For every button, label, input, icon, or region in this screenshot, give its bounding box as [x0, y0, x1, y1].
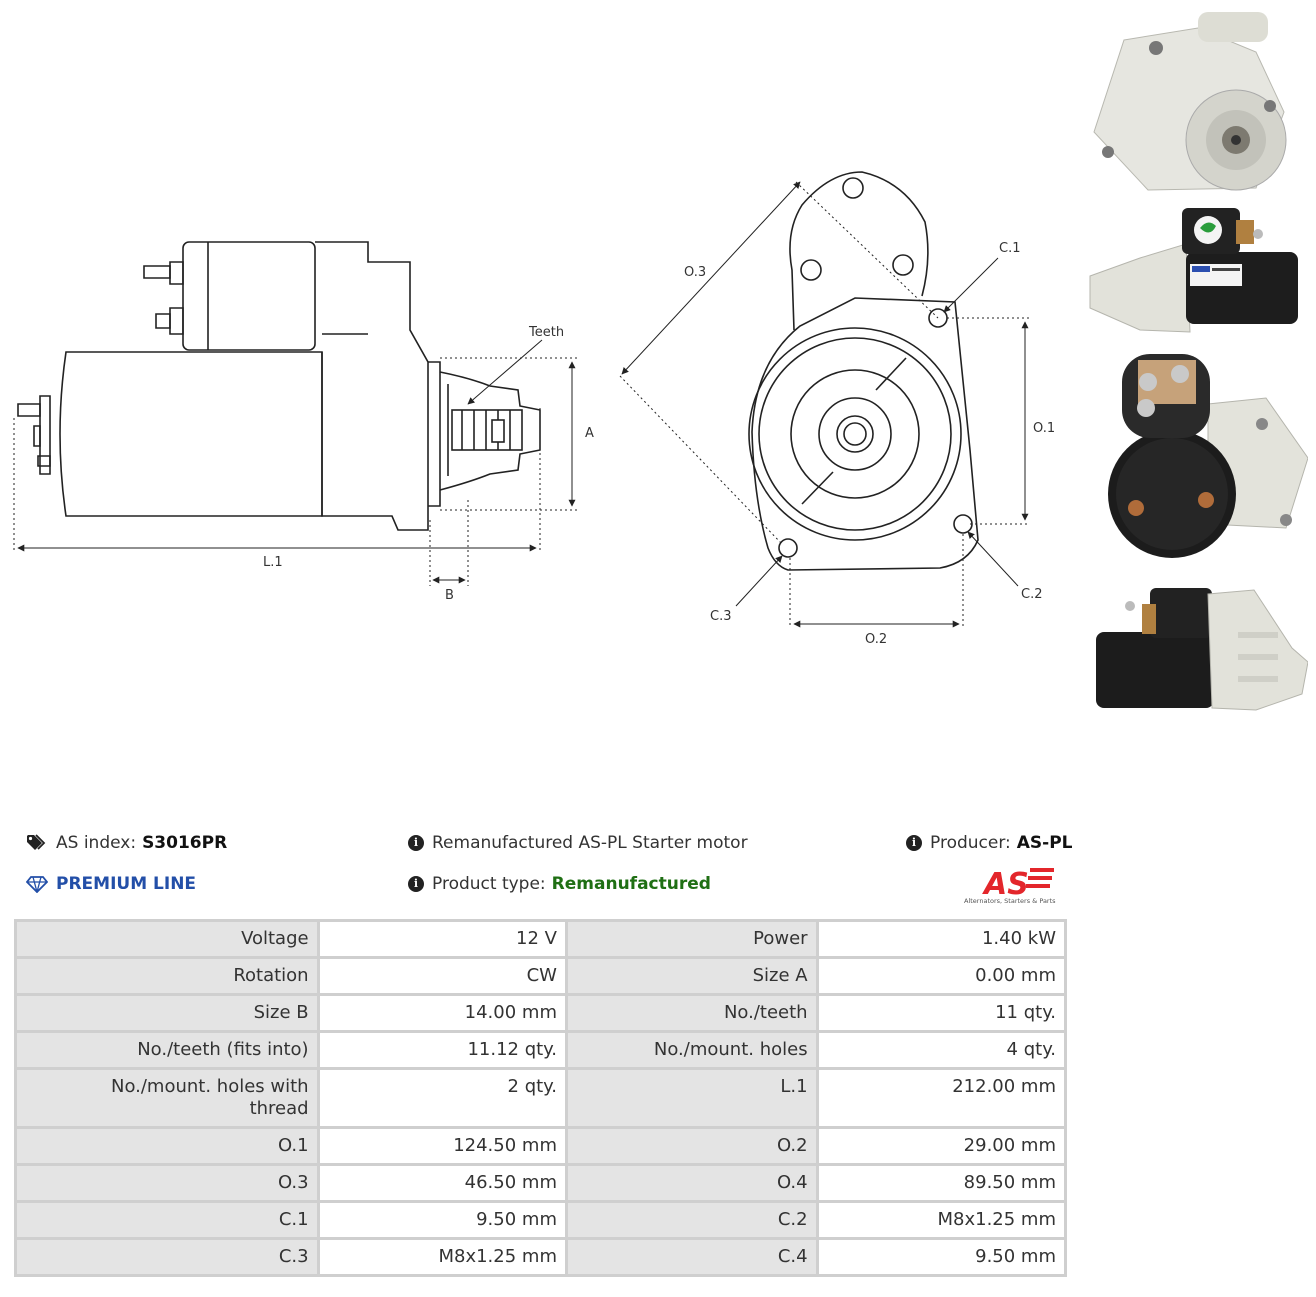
spec-label: C.3 [17, 1240, 317, 1274]
dimension-o3-label: O.3 [684, 265, 706, 280]
tags-icon [27, 834, 46, 850]
spec-value: 1.40 kW [818, 922, 1064, 956]
product-photo-rear [1086, 348, 1308, 576]
spec-value: 212.00 mm [818, 1070, 1064, 1126]
spec-label: C.2 [567, 1203, 816, 1237]
spec-value: 124.50 mm [319, 1129, 565, 1163]
info-icon: i [408, 876, 424, 892]
front-view-drawing [748, 171, 979, 571]
spec-value: 11 qty. [818, 996, 1064, 1030]
spec-label: No./teeth (fits into) [17, 1033, 317, 1067]
teeth-label: Teeth [528, 325, 564, 340]
table-row: O.3 46.50 mm O.4 89.50 mm [17, 1166, 1064, 1200]
dimension-c1-label: C.1 [999, 241, 1020, 256]
as-pl-brand-logo: AS [982, 867, 1054, 902]
dimension-a-label: A [585, 426, 594, 441]
spec-value: 2 qty. [319, 1070, 565, 1126]
brand-tagline: Alternators, Starters & Parts [964, 897, 1056, 905]
dimension-b-label: B [445, 588, 454, 603]
product-type-row: i Product type: Remanufactured [408, 874, 711, 894]
dimension-l1-label: L.1 [263, 555, 283, 570]
table-row: Size B 14.00 mm No./teeth 11 qty. [17, 996, 1064, 1030]
dimension-c2-label: C.2 [1021, 587, 1042, 602]
spec-label: Size B [17, 996, 317, 1030]
spec-label: Rotation [17, 959, 317, 993]
spec-value: 11.12 qty. [319, 1033, 565, 1067]
spec-label: O.4 [567, 1166, 816, 1200]
as-index-row: AS index: S3016PR [26, 833, 227, 853]
dimension-o2-label: O.2 [865, 632, 887, 647]
spec-label: O.1 [17, 1129, 317, 1163]
spec-value: M8x1.25 mm [818, 1203, 1064, 1237]
table-row: C.3 M8x1.25 mm C.4 9.50 mm [17, 1240, 1064, 1274]
product-type-label: Product type: [432, 874, 546, 894]
producer-label: Producer: [930, 833, 1011, 853]
technical-drawing: Teeth A B L.1 O.1 O.2 O.3 [13, 171, 1055, 647]
table-row: No./teeth (fits into) 11.12 qty. No./mou… [17, 1033, 1064, 1067]
spec-label: Size A [567, 959, 816, 993]
producer-value: AS-PL [1016, 833, 1073, 853]
spec-value: 9.50 mm [319, 1203, 565, 1237]
spec-label: L.1 [567, 1070, 816, 1126]
as-index-value: S3016PR [142, 833, 228, 853]
spec-value: 14.00 mm [319, 996, 565, 1030]
spec-value: 4 qty. [818, 1033, 1064, 1067]
producer-row: i Producer: AS-PL [906, 833, 1073, 853]
product-photo-side-alt [1086, 584, 1308, 716]
spec-label: No./mount. holes [567, 1033, 816, 1067]
spec-value: 46.50 mm [319, 1166, 565, 1200]
side-view-drawing [17, 241, 541, 531]
product-photo-side [1086, 204, 1308, 334]
dimension-c3-label: C.3 [710, 609, 731, 624]
info-icon: i [906, 835, 922, 851]
premium-line-label: PREMIUM LINE [56, 874, 197, 894]
product-type-value: Remanufactured [551, 874, 711, 894]
premium-line-row: PREMIUM LINE [26, 874, 196, 894]
spec-label: Voltage [17, 922, 317, 956]
svg-text:AS: AS [982, 867, 1029, 902]
table-row: C.1 9.50 mm C.2 M8x1.25 mm [17, 1203, 1064, 1237]
spec-label: No./mount. holes with thread [17, 1070, 317, 1126]
spec-value: M8x1.25 mm [319, 1240, 565, 1274]
spec-value: CW [319, 959, 565, 993]
table-row: O.1 124.50 mm O.2 29.00 mm [17, 1129, 1064, 1163]
table-row: Rotation CW Size A 0.00 mm [17, 959, 1064, 993]
spec-label: C.1 [17, 1203, 317, 1237]
spec-label: Power [567, 922, 816, 956]
diamond-icon [26, 876, 48, 893]
product-photo-front [1086, 12, 1308, 202]
dimension-o1-label: O.1 [1033, 421, 1055, 436]
as-index-label: AS index: [56, 833, 137, 853]
product-description: Remanufactured AS-PL Starter motor [432, 833, 748, 853]
description-row: i Remanufactured AS-PL Starter motor [408, 833, 748, 853]
spec-value: 9.50 mm [818, 1240, 1064, 1274]
spec-label: O.2 [567, 1129, 816, 1163]
spec-label: No./teeth [567, 996, 816, 1030]
info-icon: i [408, 835, 424, 851]
spec-label: O.3 [17, 1166, 317, 1200]
table-row: Voltage 12 V Power 1.40 kW [17, 922, 1064, 956]
spec-value: 29.00 mm [818, 1129, 1064, 1163]
spec-label: C.4 [567, 1240, 816, 1274]
specifications-table: Voltage 12 V Power 1.40 kW Rotation CW S… [14, 919, 1067, 1277]
spec-value: 12 V [319, 922, 565, 956]
spec-value: 0.00 mm [818, 959, 1064, 993]
spec-value: 89.50 mm [818, 1166, 1064, 1200]
table-row: No./mount. holes with thread 2 qty. L.1 … [17, 1070, 1064, 1126]
